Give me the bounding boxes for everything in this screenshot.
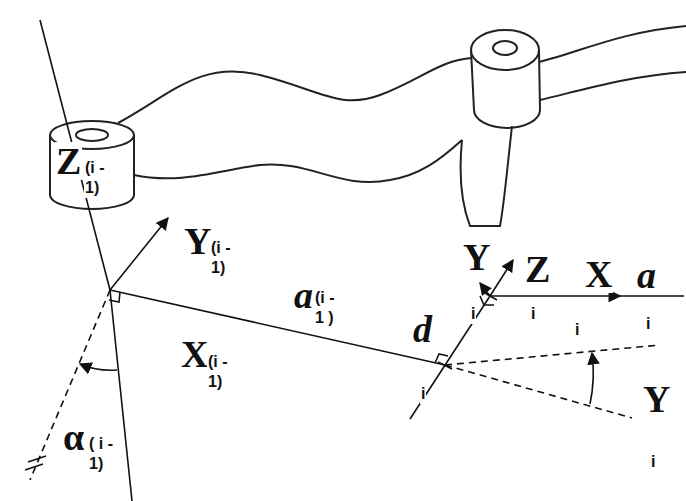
frame-axis-arrow <box>490 295 620 297</box>
joint-hole <box>76 129 108 141</box>
common-normal <box>620 295 684 297</box>
axis-letter: Y <box>462 238 491 276</box>
angle-reference <box>445 365 632 418</box>
link-edge <box>118 58 472 123</box>
axis-subscript: i <box>530 304 536 324</box>
angle-arc <box>80 364 117 370</box>
link-edge <box>539 26 686 62</box>
parameter-subscript: ( i - 1) <box>88 434 116 474</box>
parameter-letter: a <box>636 256 657 294</box>
axis-subscript: (i - 1) <box>84 158 116 198</box>
axis-letter: Z <box>55 142 82 180</box>
common-normal <box>110 290 445 365</box>
offset-tick <box>483 292 497 300</box>
parameter-letter: d <box>412 310 433 348</box>
axis-letter: X <box>180 335 209 373</box>
link-fork <box>460 126 512 226</box>
axis-subscript: i <box>470 304 476 324</box>
right-angle-mark <box>435 354 448 363</box>
joint-cylinder-top <box>471 30 539 70</box>
axis-letter: Y <box>183 222 212 260</box>
link-edge <box>134 140 462 182</box>
axis-letter: Z <box>524 250 551 288</box>
parameter-subscript: i <box>420 384 426 404</box>
parameter-subscript: i <box>574 320 580 340</box>
joint-axis <box>40 20 110 290</box>
frame-axis-arrow <box>490 260 513 296</box>
parameter-letter: α <box>62 418 85 456</box>
right-angle-mark <box>109 292 120 302</box>
parameter-subscript: i <box>645 314 651 334</box>
parameter-subscript: (i - 1 ) <box>314 288 346 328</box>
angle-arc <box>590 353 593 404</box>
axis-subscript: i <box>650 452 656 472</box>
parallel-tick <box>28 456 46 462</box>
joint-hole <box>493 41 517 55</box>
parameter-letter: a <box>293 276 314 314</box>
axis-subscript: (i - 1) <box>207 352 239 392</box>
parallel-tick <box>25 464 43 470</box>
link-edge <box>540 72 686 100</box>
joint-axis <box>410 296 490 419</box>
axis-letter: X <box>584 255 613 293</box>
axis-letter: Y <box>642 380 671 418</box>
axis-subscript: (i - 1) <box>210 238 242 278</box>
angle-reference <box>445 345 660 365</box>
frame-axis-arrow <box>110 218 168 290</box>
